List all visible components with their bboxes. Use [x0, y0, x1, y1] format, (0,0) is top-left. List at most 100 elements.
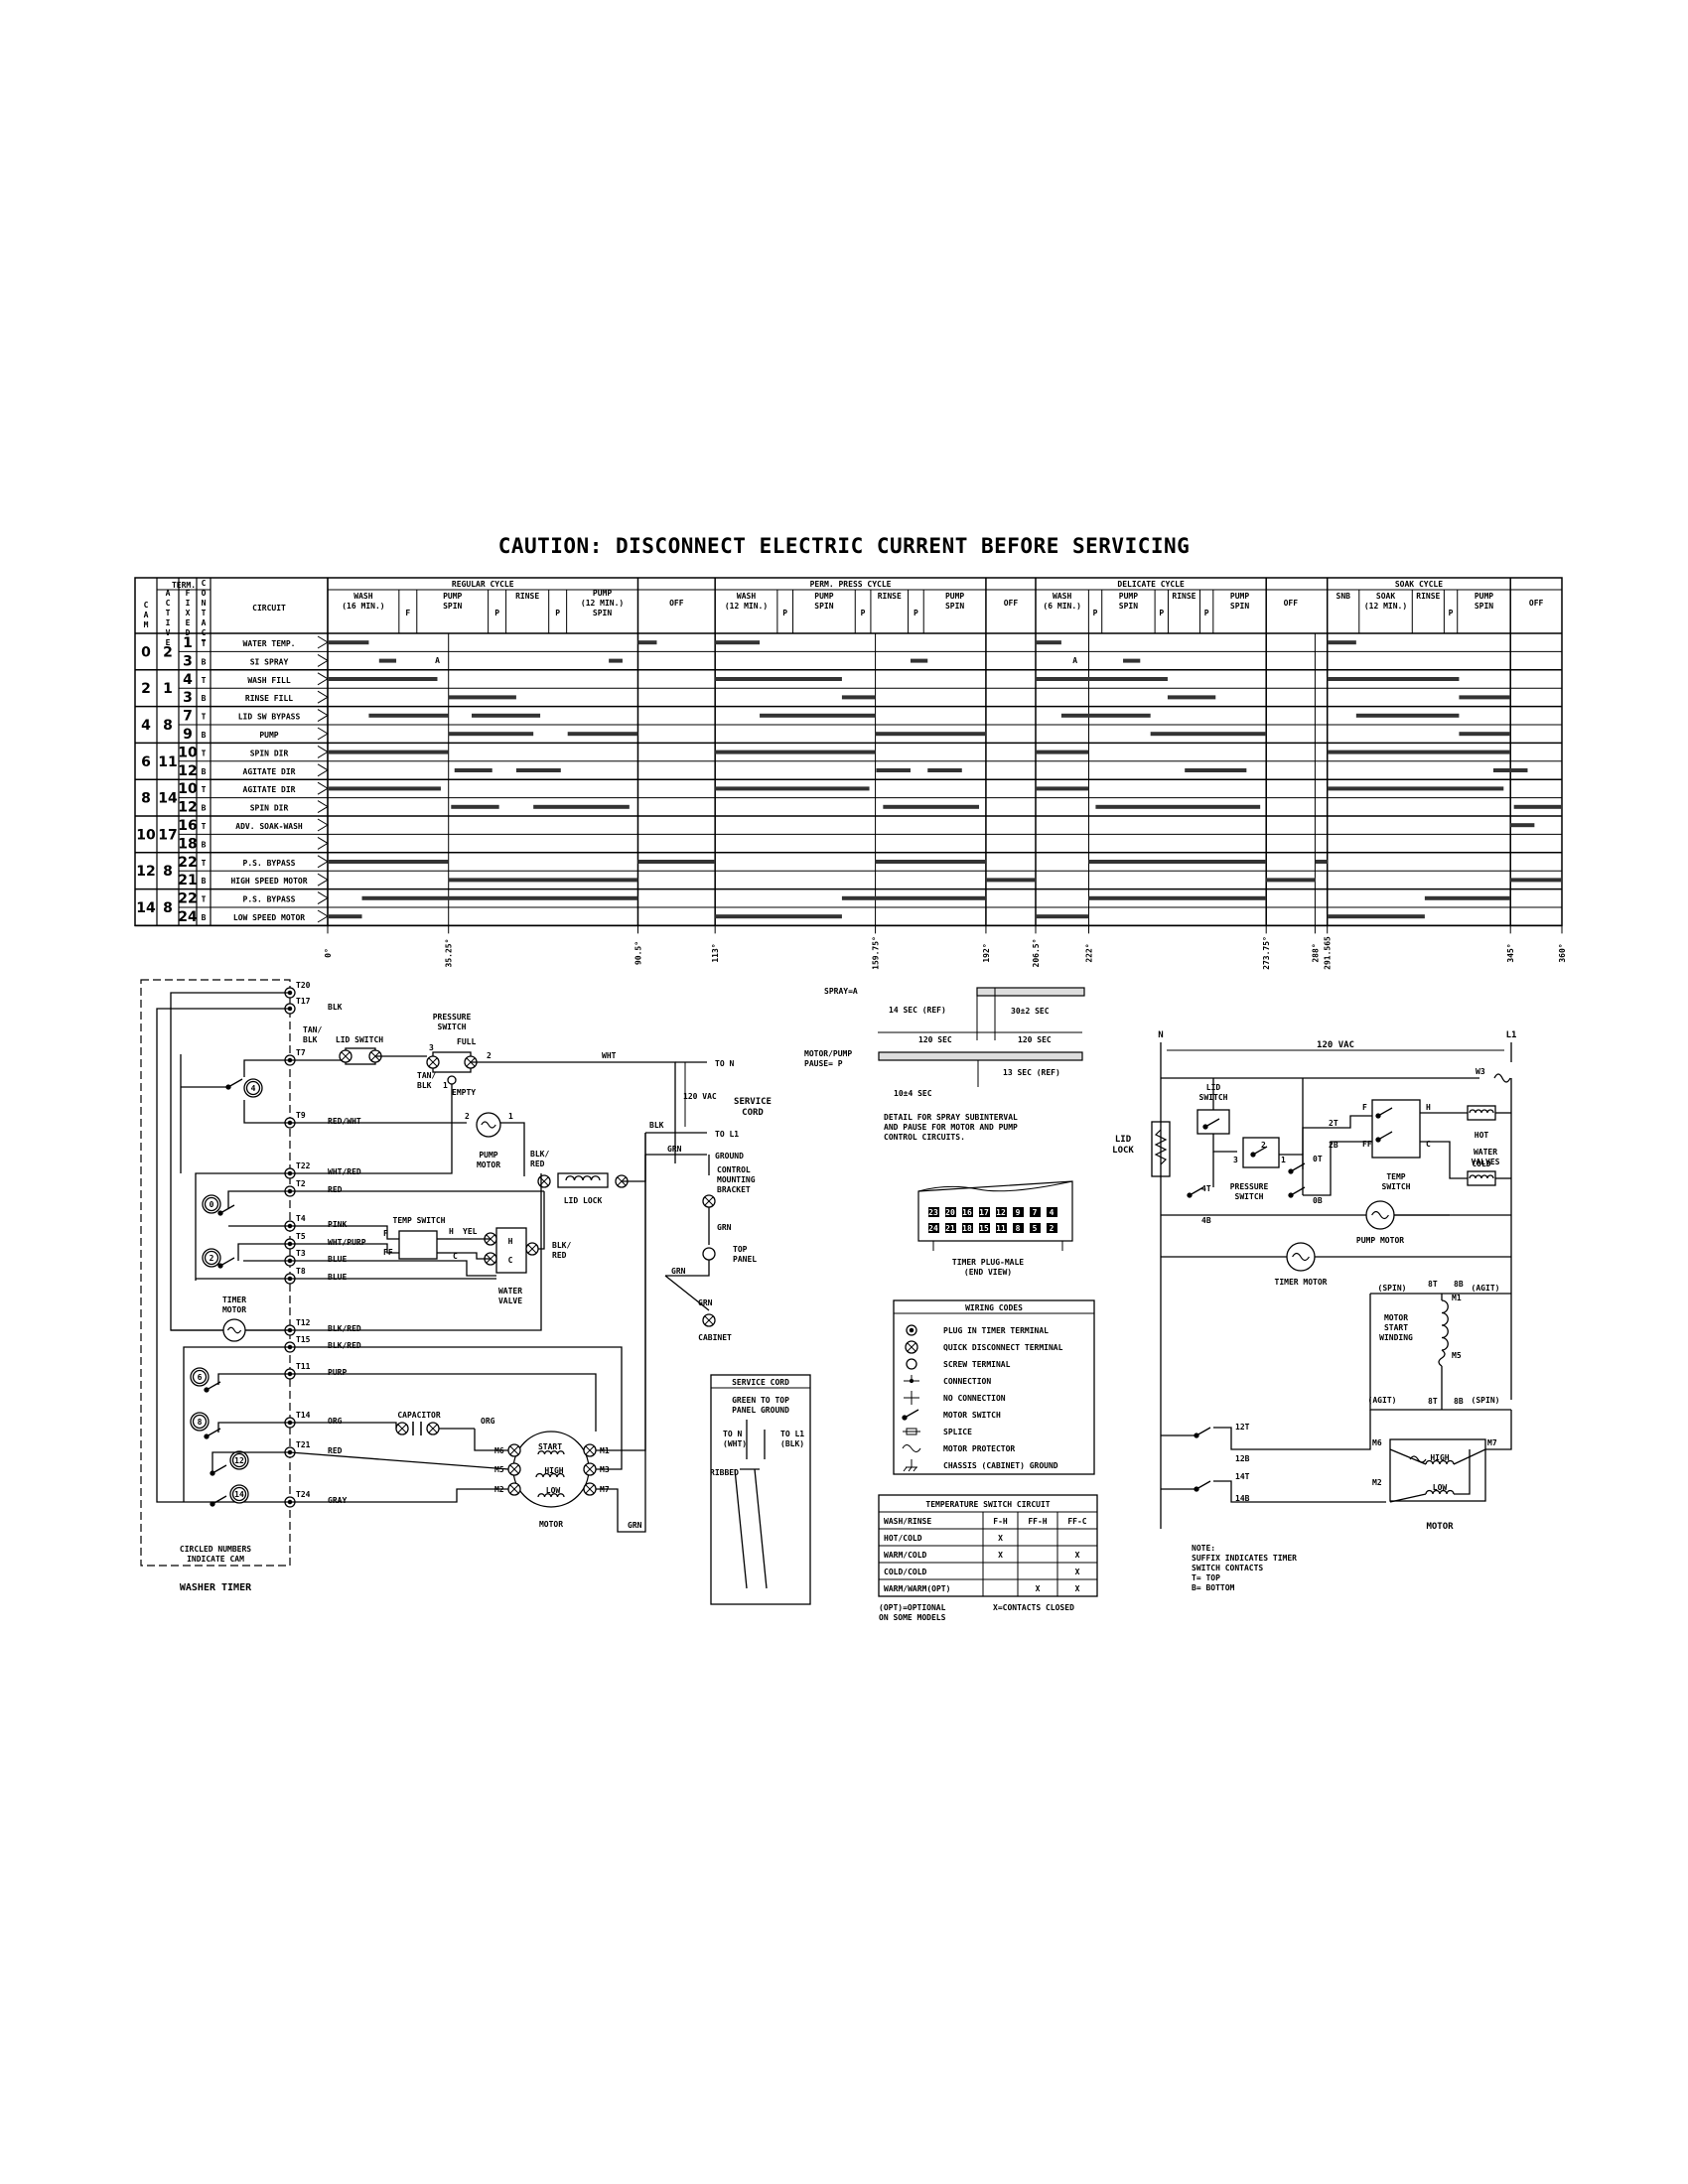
contact-closed-bar	[1150, 732, 1267, 737]
label-line: WASH/RINSE	[884, 1517, 931, 1526]
degree-label: 0°	[324, 948, 333, 958]
label-line: DELICATE CYCLE	[1117, 580, 1185, 589]
contact-value: B	[202, 694, 207, 703]
wiring-code-item: QUICK DISCONNECT TERMINAL	[943, 1343, 1063, 1352]
motor-terminal-label: M6	[1372, 1438, 1382, 1447]
row-pointer	[317, 800, 329, 814]
label-line: SWITCH	[438, 1023, 467, 1031]
label-line: 1	[1281, 1156, 1286, 1164]
label-line: 12	[178, 800, 197, 816]
cam-label: 0	[210, 1200, 214, 1209]
label-line: F	[1362, 1103, 1367, 1112]
temp-table-cell: WARM/WARM(OPT)	[884, 1584, 950, 1593]
qd-terminal	[537, 1174, 551, 1188]
plug-pin	[928, 1223, 939, 1233]
service-cord-ribbed: RIBBED	[710, 1468, 739, 1477]
circuit-name: SI SPRAY	[250, 657, 289, 666]
contact-closed-bar	[328, 750, 449, 754]
contact-closed-bar	[1035, 786, 1089, 791]
wire-label-pink: PINK	[328, 1220, 347, 1229]
cross	[704, 1196, 714, 1206]
label-line: 10	[178, 781, 198, 797]
active-value: 17	[158, 827, 177, 843]
label-line: T	[202, 639, 207, 648]
contact-closed-bar	[1424, 895, 1511, 900]
plug-pin-number: 18	[962, 1224, 972, 1233]
water-valve-body	[495, 1227, 527, 1274]
contact-value: T	[202, 713, 207, 722]
lid-lock-label: LID LOCK	[564, 1196, 603, 1205]
label-line: 3	[183, 690, 193, 706]
contact-6t-label: 8T	[1428, 1280, 1438, 1289]
contact-8b-label: 8B	[1454, 1397, 1464, 1406]
label-line: H	[508, 1237, 513, 1246]
label-line: P	[1093, 609, 1098, 617]
phase-label: RINSE	[878, 592, 902, 601]
label-line: C	[1426, 1140, 1431, 1149]
spray-120a-label: 120 SEC	[918, 1035, 952, 1044]
label-line: 14	[136, 900, 156, 916]
wire-label-red: RED	[328, 1446, 343, 1455]
label-line: B	[202, 840, 207, 849]
contact-value: T	[202, 785, 207, 794]
label-line: 1	[508, 1112, 513, 1121]
code-ground-icon	[913, 1466, 917, 1472]
wiring-code-item: CHASSIS (CABINET) GROUND	[943, 1461, 1058, 1470]
label-line: C	[202, 628, 207, 637]
label-line: C	[202, 579, 207, 588]
spray-label: SPRAY=A	[824, 987, 858, 996]
cam-4t-contact	[1187, 1186, 1204, 1198]
label-line: 30±2 SEC	[1011, 1007, 1050, 1016]
label-line: 11	[158, 754, 177, 770]
pin-label: F	[1362, 1103, 1367, 1112]
contact-value: B	[202, 767, 207, 776]
start-winding	[1441, 1299, 1449, 1351]
circuit-name: LOW SPEED MOTOR	[233, 913, 305, 922]
vac-label: 120 VAC	[683, 1092, 717, 1101]
label-line: TO N	[715, 1059, 734, 1068]
label-line: A	[144, 611, 149, 619]
label-line: AGITATE DIR	[243, 767, 296, 776]
ground-label: GROUND	[715, 1152, 744, 1160]
wire	[1369, 1294, 1511, 1411]
temp-table-title: TEMPERATURE SWITCH CIRCUIT	[925, 1500, 1050, 1509]
fixed-value: 3	[183, 653, 193, 669]
lid-lock-heater	[1154, 1129, 1168, 1165]
cam-label: 8	[198, 1418, 203, 1427]
label-line: RINSE	[878, 592, 902, 601]
label-line: T3	[296, 1249, 306, 1258]
label-line: ADV. SOAK-WASH	[235, 822, 303, 831]
pin-label: 1	[508, 1112, 513, 1121]
code-screw-terminal-icon	[906, 1358, 917, 1370]
wiring-code-item: CONNECTION	[943, 1377, 991, 1386]
plug-pin	[962, 1207, 973, 1217]
high-label: HIGH	[1430, 1453, 1449, 1462]
pin-label: 3	[1233, 1156, 1238, 1164]
label-line: 9	[183, 727, 193, 743]
wire	[290, 1422, 397, 1429]
label-line: WINDING	[1379, 1333, 1413, 1342]
circuit-name: ADV. SOAK-WASH	[235, 822, 303, 831]
wiring-code-item: SPLICE	[943, 1428, 972, 1436]
wire	[538, 1191, 545, 1250]
header-term: TERM.	[172, 581, 196, 590]
contact-closed-bar	[328, 640, 369, 645]
label-line: LID SWITCH	[336, 1035, 383, 1044]
pin-label: 2	[1261, 1141, 1266, 1150]
degree-label: 345°	[1506, 943, 1515, 962]
label-line: E	[166, 638, 171, 647]
label-line: 3	[429, 1043, 434, 1052]
wiring-code-item: NO CONNECTION	[943, 1394, 1006, 1403]
cam-inner	[204, 1250, 219, 1266]
plug-pin	[979, 1223, 990, 1233]
fixed-value: 1	[183, 635, 193, 651]
motor-terminal	[507, 1462, 521, 1476]
contact-value: T	[202, 895, 207, 904]
active-value: 14	[158, 791, 178, 807]
label-line: 8	[141, 791, 151, 807]
phase-label: P	[1204, 609, 1209, 617]
label-line: I	[186, 599, 191, 608]
